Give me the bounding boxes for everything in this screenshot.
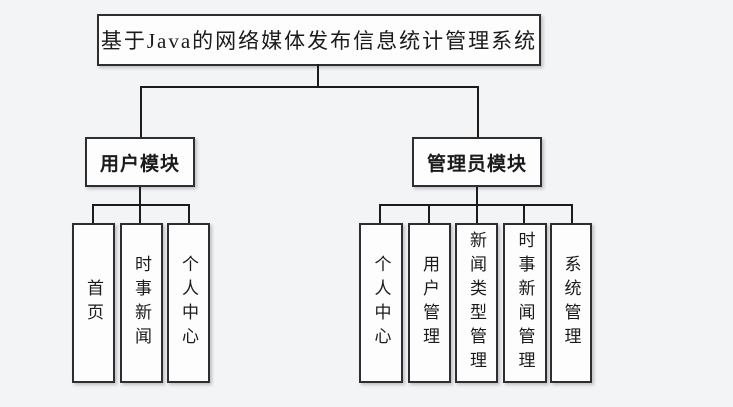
leaf-node-current-news-management: 时事新闻管理 xyxy=(503,223,547,383)
module-node-user-label: 用户模块 xyxy=(99,153,180,175)
leaf-node-home: 首页 xyxy=(72,223,115,383)
connector-user-module-drop xyxy=(140,86,142,137)
connector-admin-leaf-drop-2 xyxy=(428,204,430,223)
leaf-node-news-type-management: 新闻类型管理 xyxy=(455,223,498,383)
connector-admin-leaf-drop-1 xyxy=(379,204,381,223)
leaf-node-personal-center-user-label: 个人中心 xyxy=(179,255,198,351)
module-node-admin: 管理员模块 xyxy=(412,137,542,187)
leaf-node-personal-center-admin-label: 个人中心 xyxy=(371,255,391,351)
leaf-node-current-news-label: 时事新闻 xyxy=(132,255,151,351)
leaf-node-home-label: 首页 xyxy=(84,279,103,327)
connector-user-leaf-drop-3 xyxy=(188,204,190,223)
leaf-node-system-management: 系统管理 xyxy=(550,223,592,383)
connector-root-stub xyxy=(317,64,319,88)
leaf-node-personal-center-admin: 个人中心 xyxy=(359,223,403,383)
leaf-node-personal-center-user: 个人中心 xyxy=(167,223,210,383)
root-node-label: 基于Java的网络媒体发布信息统计管理系统 xyxy=(100,29,538,53)
connector-admin-leaf-drop-3 xyxy=(476,204,478,223)
leaf-node-current-news-management-label: 时事新闻管理 xyxy=(515,231,535,375)
leaf-node-user-management-label: 用户管理 xyxy=(420,255,439,351)
leaf-node-current-news: 时事新闻 xyxy=(120,223,163,383)
connector-admin-stub xyxy=(476,187,478,206)
connector-admin-leaf-drop-4 xyxy=(523,204,525,223)
module-node-admin-label: 管理员模块 xyxy=(426,153,527,175)
connector-user-leaf-drop-1 xyxy=(92,204,94,223)
leaf-node-news-type-management-label: 新闻类型管理 xyxy=(467,231,486,375)
connector-admin-leaf-drop-5 xyxy=(571,204,573,223)
connector-user-leaf-drop-2 xyxy=(139,204,141,223)
connector-admin-module-drop xyxy=(477,86,479,137)
leaf-node-system-management-label: 系统管理 xyxy=(561,255,581,351)
root-node: 基于Java的网络媒体发布信息统计管理系统 xyxy=(97,14,541,66)
leaf-node-user-management: 用户管理 xyxy=(408,223,451,383)
connector-user-stub xyxy=(139,187,141,206)
connector-root-horizontal xyxy=(140,86,479,88)
module-node-user: 用户模块 xyxy=(85,137,195,187)
connector-user-horizontal xyxy=(92,204,190,206)
